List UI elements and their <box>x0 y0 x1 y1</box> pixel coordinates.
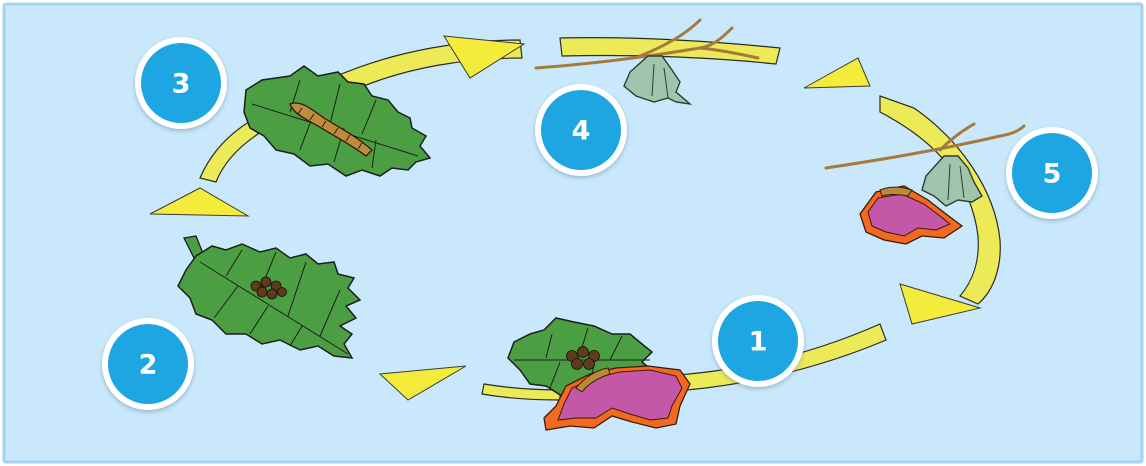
badge-number: 1 <box>749 327 768 358</box>
badge-number: 2 <box>139 350 158 381</box>
badge-circle-inner <box>541 90 621 170</box>
caterpillar-segments <box>297 107 363 150</box>
cocoon-fold <box>651 63 669 99</box>
badge-circle-inner <box>718 301 798 381</box>
badge-number: 5 <box>1043 159 1062 190</box>
stage-badge-3: 3 <box>135 37 227 129</box>
cocoon-icon <box>921 155 983 207</box>
moth-body <box>575 367 611 393</box>
badge-circle-inner <box>141 43 221 123</box>
moth-icon <box>543 365 691 431</box>
cycle-ring <box>199 37 1001 401</box>
leaf-vein <box>199 249 349 355</box>
stage-badge-5: 5 <box>1006 127 1098 219</box>
arrow-icon <box>149 187 250 217</box>
arrow-icon <box>443 35 526 79</box>
ring-segment-left <box>199 119 259 183</box>
egg-cluster-icon <box>566 346 600 370</box>
stage-2-eggs-illustration <box>177 235 362 359</box>
cocoon-fold <box>947 163 965 201</box>
stage-1-adult-illustration <box>507 317 691 431</box>
egg-cluster-icon <box>250 276 287 300</box>
direction-arrows <box>149 35 982 401</box>
moth-body <box>879 186 913 197</box>
stage-5-emergence-illustration <box>824 122 1026 245</box>
twig-icon <box>824 122 1026 170</box>
badge-circle-inner <box>1012 133 1092 213</box>
badge-circle-inner <box>108 324 188 404</box>
moth-wing-pink <box>867 193 951 237</box>
stage-badge-1: 1 <box>712 295 804 387</box>
stage-badge-2: 2 <box>102 318 194 410</box>
leaf-icon <box>243 65 432 177</box>
caterpillar-icon <box>289 102 373 157</box>
stage-badge-4: 4 <box>535 84 627 176</box>
ring-segment-top-right <box>559 37 781 65</box>
stage-3-caterpillar-illustration <box>243 65 432 177</box>
stage-4-cocoon-illustration <box>534 18 760 106</box>
badge-number: 4 <box>572 116 591 147</box>
twig-icon <box>534 18 760 70</box>
ring-segment-bottom-left <box>481 383 561 401</box>
badge-number: 3 <box>172 69 191 100</box>
arrow-icon <box>378 365 467 401</box>
arrow-icon <box>899 283 982 325</box>
arrow-icon <box>803 57 871 89</box>
cocoon-icon <box>623 55 693 106</box>
leaf-vein <box>514 327 650 393</box>
moth-icon <box>859 185 964 245</box>
leaf-icon <box>177 243 362 359</box>
